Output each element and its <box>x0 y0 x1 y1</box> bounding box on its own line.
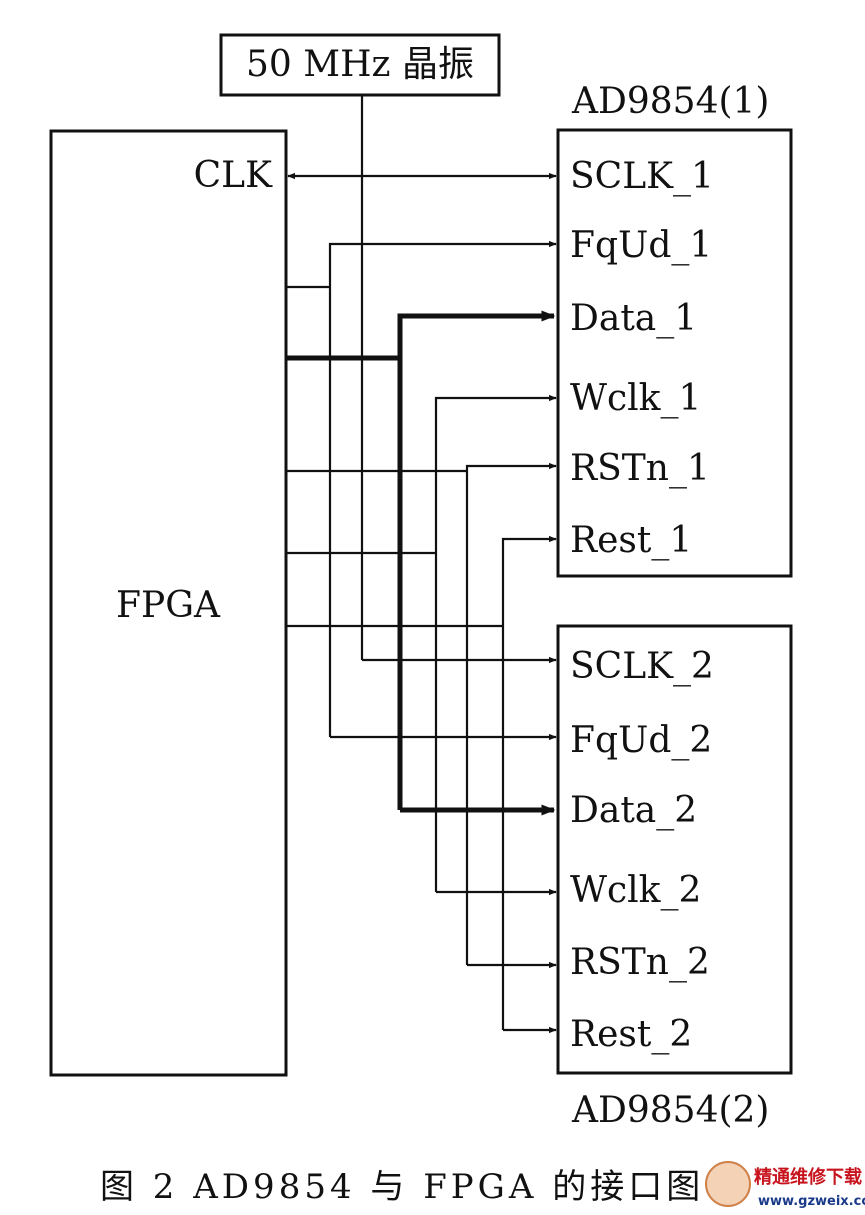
fqud1-wire <box>328 240 557 737</box>
fpga-box <box>49 129 288 1077</box>
chip2-pin-rest: Rest_2 <box>570 1014 692 1055</box>
chip1-pin-sclk: SCLK_1 <box>570 156 714 197</box>
chip1-box <box>556 128 793 578</box>
chip2-pin-rstn: RSTn_2 <box>570 942 710 983</box>
chip2-pin-fqud: FqUd_2 <box>570 720 712 761</box>
chip1-pin-rstn: RSTn_1 <box>570 448 710 489</box>
chip2-title: AD9854(2) <box>571 1090 769 1131</box>
chip1-pin-wclk: Wclk_1 <box>570 378 701 419</box>
watermark-url: www.gzweix.com <box>758 1194 865 1209</box>
chip2-pin-data: Data_2 <box>570 790 697 831</box>
rstn1-wire <box>465 462 557 965</box>
wclk1-wire <box>434 394 557 892</box>
chip1-pin-fqud: FqUd_1 <box>570 225 712 266</box>
watermark-text-cn: 精通维修下载 <box>754 1166 862 1188</box>
chip2-box <box>556 624 793 1075</box>
fpga-clk-label: CLK <box>194 155 273 196</box>
fpga-label: FPGA <box>116 585 221 626</box>
oscillator-label: 50 MHz 晶振 <box>246 44 474 85</box>
chip2-pin-wclk: Wclk_2 <box>570 870 701 911</box>
chip1-title: AD9854(1) <box>571 81 769 122</box>
rest1-wire <box>501 535 557 1030</box>
figure-caption: 图 2 AD9854 与 FPGA 的接口图 <box>100 1167 704 1207</box>
oscillator-box <box>219 33 501 97</box>
data1-bus <box>397 310 556 810</box>
watermark-logo: 精通维修下载 www.gzweix.com <box>705 1161 865 1209</box>
chip1-pin-rest: Rest_1 <box>570 520 692 561</box>
watermark-emblem <box>705 1161 751 1207</box>
chip1-pin-data: Data_1 <box>570 298 697 339</box>
chip2-pin-sclk: SCLK_2 <box>570 646 714 687</box>
